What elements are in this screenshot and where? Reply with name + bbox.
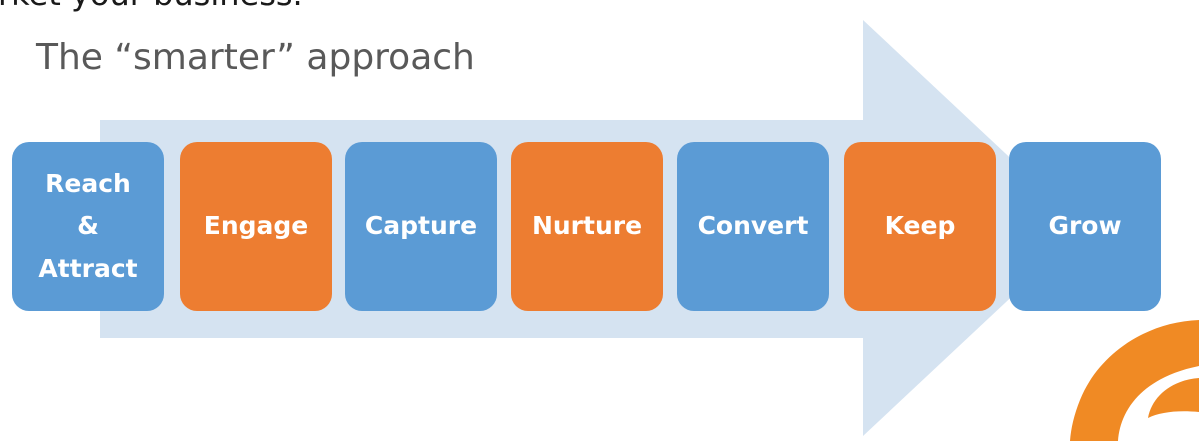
step-convert: Convert <box>677 142 829 311</box>
step-label: Keep <box>884 211 956 241</box>
step-label: Reach & Attract <box>38 168 138 283</box>
step-reach-attract: Reach & Attract <box>12 142 164 311</box>
step-label: Nurture <box>531 211 643 241</box>
slide-heading-partial: rket your business. <box>0 0 303 10</box>
step-engage: Engage <box>180 142 332 311</box>
step-label: Grow <box>1048 211 1122 241</box>
brand-logo <box>1070 320 1199 441</box>
step-label: Capture <box>364 211 478 241</box>
step-label: Convert <box>697 211 809 241</box>
step-label: Engage <box>203 211 309 241</box>
step-capture: Capture <box>345 142 497 311</box>
step-nurture: Nurture <box>511 142 663 311</box>
slide-subtitle: The “smarter” approach <box>36 37 475 78</box>
step-grow: Grow <box>1009 142 1161 311</box>
step-keep: Keep <box>844 142 996 311</box>
